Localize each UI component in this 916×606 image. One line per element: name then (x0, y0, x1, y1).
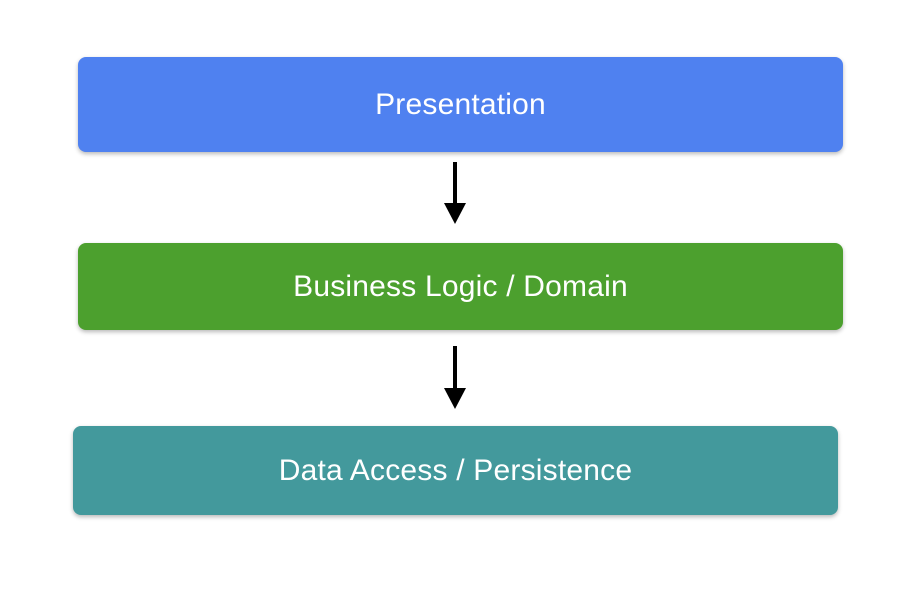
down-arrow-icon (444, 346, 466, 409)
arrow-business-logic-to-data-access (435, 346, 475, 409)
layer-label-business-logic: Business Logic / Domain (293, 269, 628, 303)
arrow-presentation-to-business-logic (435, 162, 475, 224)
layer-label-data-access: Data Access / Persistence (278, 453, 633, 487)
layer-box-data-access[interactable]: Data Access / Persistence (73, 426, 838, 515)
layer-box-business-logic[interactable]: Business Logic / Domain (78, 243, 843, 330)
layer-label-presentation: Presentation (375, 87, 546, 121)
down-arrow-icon (444, 162, 466, 224)
layer-box-presentation[interactable]: Presentation (78, 57, 843, 152)
